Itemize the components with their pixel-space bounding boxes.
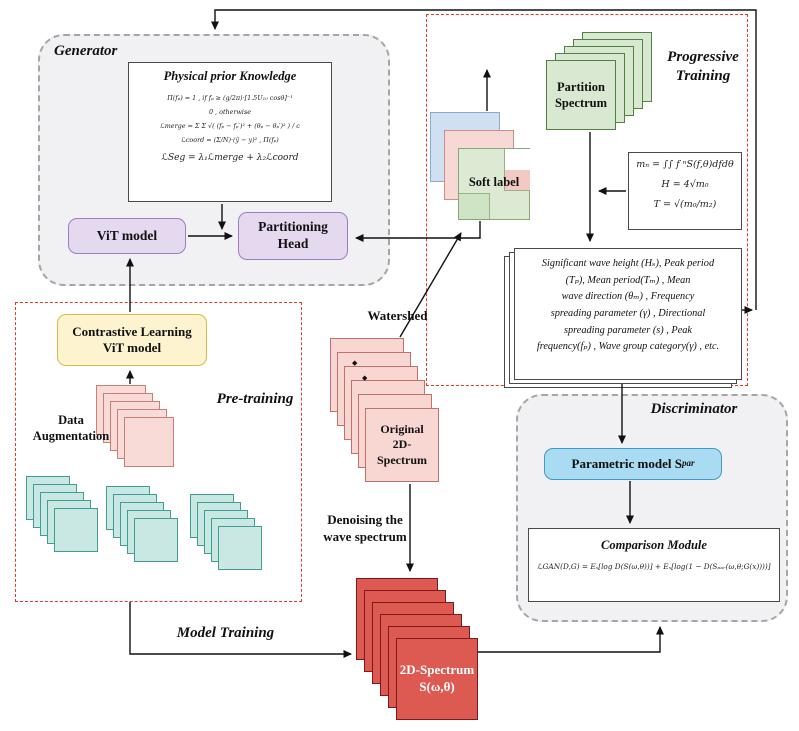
data-augmentation-label: Data Augmentation bbox=[20, 412, 122, 445]
physical-prior-box: Physical prior Knowledge Π(fₚ) = 1 , if … bbox=[128, 62, 332, 202]
partitioning-head-label-1: Partitioning bbox=[258, 219, 328, 235]
prior-equation-5: ℒSeg = λ₁ℒmerge + λ₂ℒcoord bbox=[161, 153, 299, 163]
denoised-spectrum-stack: 2D-Spectrum S(ω,θ) bbox=[356, 578, 478, 720]
stack-square bbox=[134, 518, 178, 562]
partition-spectrum-label-1: Partition bbox=[557, 79, 605, 94]
watershed-label: Watershed bbox=[367, 308, 428, 323]
discriminator-title: Discriminator bbox=[650, 401, 738, 417]
spectral-peak-marker: ◆ bbox=[352, 359, 358, 367]
wave-params-line-1: Significant wave height (Hₛ), Peak perio… bbox=[541, 258, 715, 269]
partitioning-head-label-2: Head bbox=[277, 236, 309, 251]
parametric-model-subscript: par bbox=[681, 458, 695, 469]
gan-loss-equation: ℒGAN(D,G) = Eₓ[log D(S(ω,θ))] + Eₓ[log(1… bbox=[537, 562, 771, 571]
original-spectrum-label-2: 2D- bbox=[392, 437, 412, 452]
model-training-title: Model Training bbox=[176, 625, 275, 641]
denoised-spectrum-front-square: 2D-Spectrum S(ω,θ) bbox=[396, 638, 478, 720]
prior-equation-4: ℒcoord = (Σ/N)·(ŷ − y)² , Π(fₚ) bbox=[181, 136, 279, 144]
denoising-line-2: wave spectrum bbox=[323, 528, 407, 544]
parametric-model-label: Parametric model S bbox=[571, 455, 682, 471]
data-augmentation-line-2: Augmentation bbox=[32, 429, 110, 444]
augmented-samples-stack bbox=[96, 385, 174, 467]
stack-square bbox=[54, 508, 98, 552]
vit-model-label: ViT model bbox=[96, 227, 158, 243]
segmentation-patch bbox=[459, 193, 490, 219]
vit-model-button: ViT model bbox=[68, 218, 186, 254]
stack-square bbox=[218, 526, 262, 570]
wave-params-line-5: spreading parameter (s) , Peak bbox=[563, 324, 693, 336]
wave-params-line-4: spreading parameter (γ) , Directional bbox=[550, 308, 706, 320]
data-augmentation-line-1: Data bbox=[58, 413, 84, 427]
wave-parameters-box: Significant wave height (Hₛ), Peak perio… bbox=[514, 248, 742, 380]
denoised-spectrum-label-2: S(ω,θ) bbox=[419, 679, 455, 694]
soft-label-stack: Soft label bbox=[430, 112, 530, 220]
original-spectrum-label-3: Spectrum bbox=[377, 452, 427, 467]
prior-equation-2: 0 , otherwise bbox=[208, 108, 252, 116]
contrastive-label-1: Contrastive Learning bbox=[72, 323, 192, 339]
augmentation-stack-2 bbox=[106, 486, 178, 562]
original-spectrum-stack: Original 2D- Spectrum ◆ ◆ bbox=[330, 338, 439, 482]
moment-equation-3: T = √(m₀/m₂) bbox=[653, 198, 717, 210]
progressive-title-line-2: Training bbox=[675, 67, 731, 84]
stack-square bbox=[124, 417, 174, 467]
moments-equation-box: mₙ = ∫∫ f ⁿS(f,θ)dfdθ H = 4√m₀ T = √(m₀/… bbox=[628, 152, 742, 230]
pretraining-title: Pre-training bbox=[216, 391, 294, 407]
original-spectrum-front-square: Original 2D- Spectrum bbox=[365, 408, 439, 482]
denoising-line-1: Denoising the bbox=[327, 512, 403, 527]
generator-title: Generator bbox=[54, 43, 118, 59]
pretraining-region bbox=[15, 302, 302, 602]
progressive-title-line-1: Progressive bbox=[667, 49, 739, 65]
contrastive-learning-button: Contrastive Learning ViT model bbox=[57, 314, 207, 366]
augmentation-stack-1 bbox=[26, 476, 98, 552]
prior-equation-3: ℒmerge = Σ Σ √( (fₚ − fₚ′)² + (θₚ − θₚ′)… bbox=[160, 122, 300, 130]
moment-equation-2: H = 4√m₀ bbox=[661, 178, 709, 190]
moment-equation-1: mₙ = ∫∫ f ⁿS(f,θ)dfdθ bbox=[636, 159, 734, 170]
wave-params-line-6: frequency(fₚ) , Wave group category(γ) ,… bbox=[536, 341, 720, 353]
segmentation-patch bbox=[504, 149, 530, 171]
wave-params-line-3: wave direction (θₘ) , Frequency bbox=[561, 291, 695, 303]
contrastive-label-2: ViT model bbox=[102, 340, 162, 355]
prior-equation-1: Π(fₚ) = 1 , if fₚ ≥ (g/2π)·[1.5U₁₀ cosθ]… bbox=[167, 94, 293, 102]
comparison-module-title: Comparison Module bbox=[601, 538, 707, 552]
denoising-label: Denoising the wave spectrum bbox=[306, 512, 424, 546]
partition-spectrum-label-2: Spectrum bbox=[554, 96, 608, 110]
comparison-module-box: Comparison Module ℒGAN(D,G) = Eₓ[log D(S… bbox=[528, 528, 780, 602]
denoised-spectrum-label-1: 2D-Spectrum bbox=[399, 662, 475, 678]
progressive-training-title: Progressive Training bbox=[648, 48, 758, 86]
spectral-peak-marker: ◆ bbox=[362, 374, 368, 382]
soft-label-front-square: Soft label bbox=[458, 148, 530, 220]
original-spectrum-label-1: Original bbox=[380, 421, 424, 436]
wave-params-line-2: (Tₚ), Mean period(Tₘ) , Mean bbox=[565, 274, 691, 286]
partition-spectrum-front-square: Partition Spectrum bbox=[546, 60, 616, 130]
arrow-spectrum-to-discriminator bbox=[478, 626, 664, 653]
partitioning-head-button: Partitioning Head bbox=[238, 212, 348, 260]
partition-spectrum-stack: Partition Spectrum bbox=[546, 28, 652, 130]
augmentation-stack-3 bbox=[190, 494, 262, 570]
soft-label-text: Soft label bbox=[468, 175, 520, 189]
physical-prior-title: Physical prior Knowledge bbox=[163, 69, 297, 83]
